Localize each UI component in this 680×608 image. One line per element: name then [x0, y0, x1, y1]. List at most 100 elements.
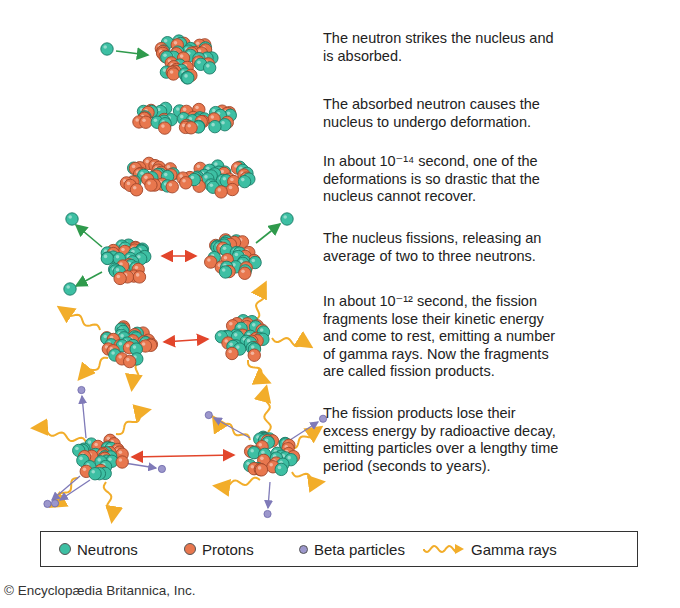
ball-body	[101, 252, 113, 264]
ball-highlight	[103, 45, 107, 49]
neutron-path	[116, 51, 148, 55]
legend-item: Protons	[184, 532, 254, 566]
ball-highlight	[211, 123, 215, 127]
neutron-ball	[281, 213, 293, 225]
ball-highlight	[260, 457, 264, 461]
ball-highlight	[180, 115, 184, 119]
ball-highlight	[214, 162, 218, 166]
proton-ball	[248, 349, 260, 361]
ball-highlight	[111, 351, 115, 355]
ball-highlight	[195, 106, 199, 110]
ball-body	[203, 62, 215, 74]
ball-highlight	[184, 74, 188, 78]
gamma-ray	[34, 427, 86, 442]
ball-body	[89, 468, 101, 480]
neutron-path	[76, 225, 102, 247]
ball-highlight	[241, 269, 245, 273]
ball-highlight	[183, 108, 187, 112]
ball-highlight	[133, 345, 137, 349]
ball-highlight	[234, 333, 238, 337]
ball-body	[182, 72, 194, 84]
ball-highlight	[222, 268, 226, 272]
beta-track	[82, 396, 86, 438]
proton-ball	[116, 456, 128, 468]
beta-track	[268, 482, 270, 508]
beta-particle	[51, 500, 58, 507]
gamma-ray	[264, 388, 271, 432]
gamma-sample-head	[455, 544, 464, 554]
neutron-ball	[101, 252, 113, 264]
legend-label: Gamma rays	[471, 541, 557, 558]
repulsion-arrow	[162, 255, 196, 257]
ball-highlight	[142, 342, 146, 346]
neutron-ball	[77, 454, 89, 466]
nucleus	[101, 321, 158, 368]
proton-ball	[215, 186, 227, 198]
gamma-sample-wave	[424, 546, 456, 552]
ball-highlight	[224, 256, 228, 260]
ball-highlight	[218, 333, 222, 337]
ball-body	[226, 347, 238, 359]
ball-highlight	[238, 325, 242, 329]
legend-label: Neutrons	[77, 541, 138, 558]
ball-highlight	[154, 118, 158, 122]
ball-highlight	[119, 342, 123, 346]
neutron-ball	[182, 72, 194, 84]
ball-highlight	[252, 323, 256, 327]
ball-highlight	[119, 450, 123, 454]
ball-highlight	[88, 440, 92, 444]
ball-highlight	[287, 456, 291, 460]
ball-highlight	[204, 175, 208, 179]
beta-track	[290, 422, 318, 440]
neutron-ball	[64, 283, 76, 295]
ball-body	[64, 283, 76, 295]
step-description: In about 10⁻¹² second, the fission fragm…	[323, 293, 561, 381]
legend-box: NeutronsProtonsBeta particlesGamma rays	[40, 531, 638, 567]
repulsion-arrow	[164, 339, 208, 342]
ball-highlight	[176, 107, 180, 111]
nucleus	[155, 35, 218, 84]
legend-label: Protons	[202, 541, 254, 558]
ball-highlight	[278, 466, 282, 470]
beta-particle	[78, 386, 85, 393]
legend-item: Neutrons	[59, 532, 138, 566]
ball-highlight	[196, 42, 200, 46]
ball-highlight	[218, 188, 222, 192]
proton-ball	[145, 179, 157, 191]
beta-particle	[205, 411, 212, 418]
ball-highlight	[227, 111, 231, 115]
ball-highlight	[163, 53, 167, 57]
ball-highlight	[251, 259, 255, 263]
gamma-ray	[60, 308, 100, 330]
ball-highlight	[79, 457, 83, 461]
ball-highlight	[169, 183, 173, 187]
ball-highlight	[135, 266, 139, 270]
nucleus	[73, 434, 129, 480]
neutron-ball	[238, 175, 250, 187]
ball-body	[77, 454, 89, 466]
ball-highlight	[187, 124, 191, 128]
ball-highlight	[235, 253, 239, 257]
ball-highlight	[250, 449, 254, 453]
nucleus	[244, 431, 300, 476]
ball-highlight	[144, 176, 148, 180]
proton-ball	[255, 464, 267, 476]
ball-body	[185, 122, 197, 134]
ball-body	[114, 272, 126, 284]
ball-highlight	[207, 258, 211, 262]
ball-body	[209, 120, 221, 132]
proton-ball	[140, 116, 152, 128]
ball-body	[123, 355, 135, 367]
gamma-ray	[52, 478, 78, 506]
beta-particle	[158, 465, 165, 472]
nucleus	[177, 171, 201, 189]
neutron-ball	[275, 463, 287, 475]
ball-highlight	[170, 70, 174, 74]
ball-highlight	[261, 451, 265, 455]
ball-body	[239, 267, 251, 279]
proton-ball	[226, 347, 238, 359]
ball-highlight	[182, 179, 186, 183]
ball-highlight	[108, 457, 112, 461]
gamma-ray	[116, 410, 148, 434]
step-description: The nucleus fissions, releasing an avera…	[323, 230, 561, 265]
